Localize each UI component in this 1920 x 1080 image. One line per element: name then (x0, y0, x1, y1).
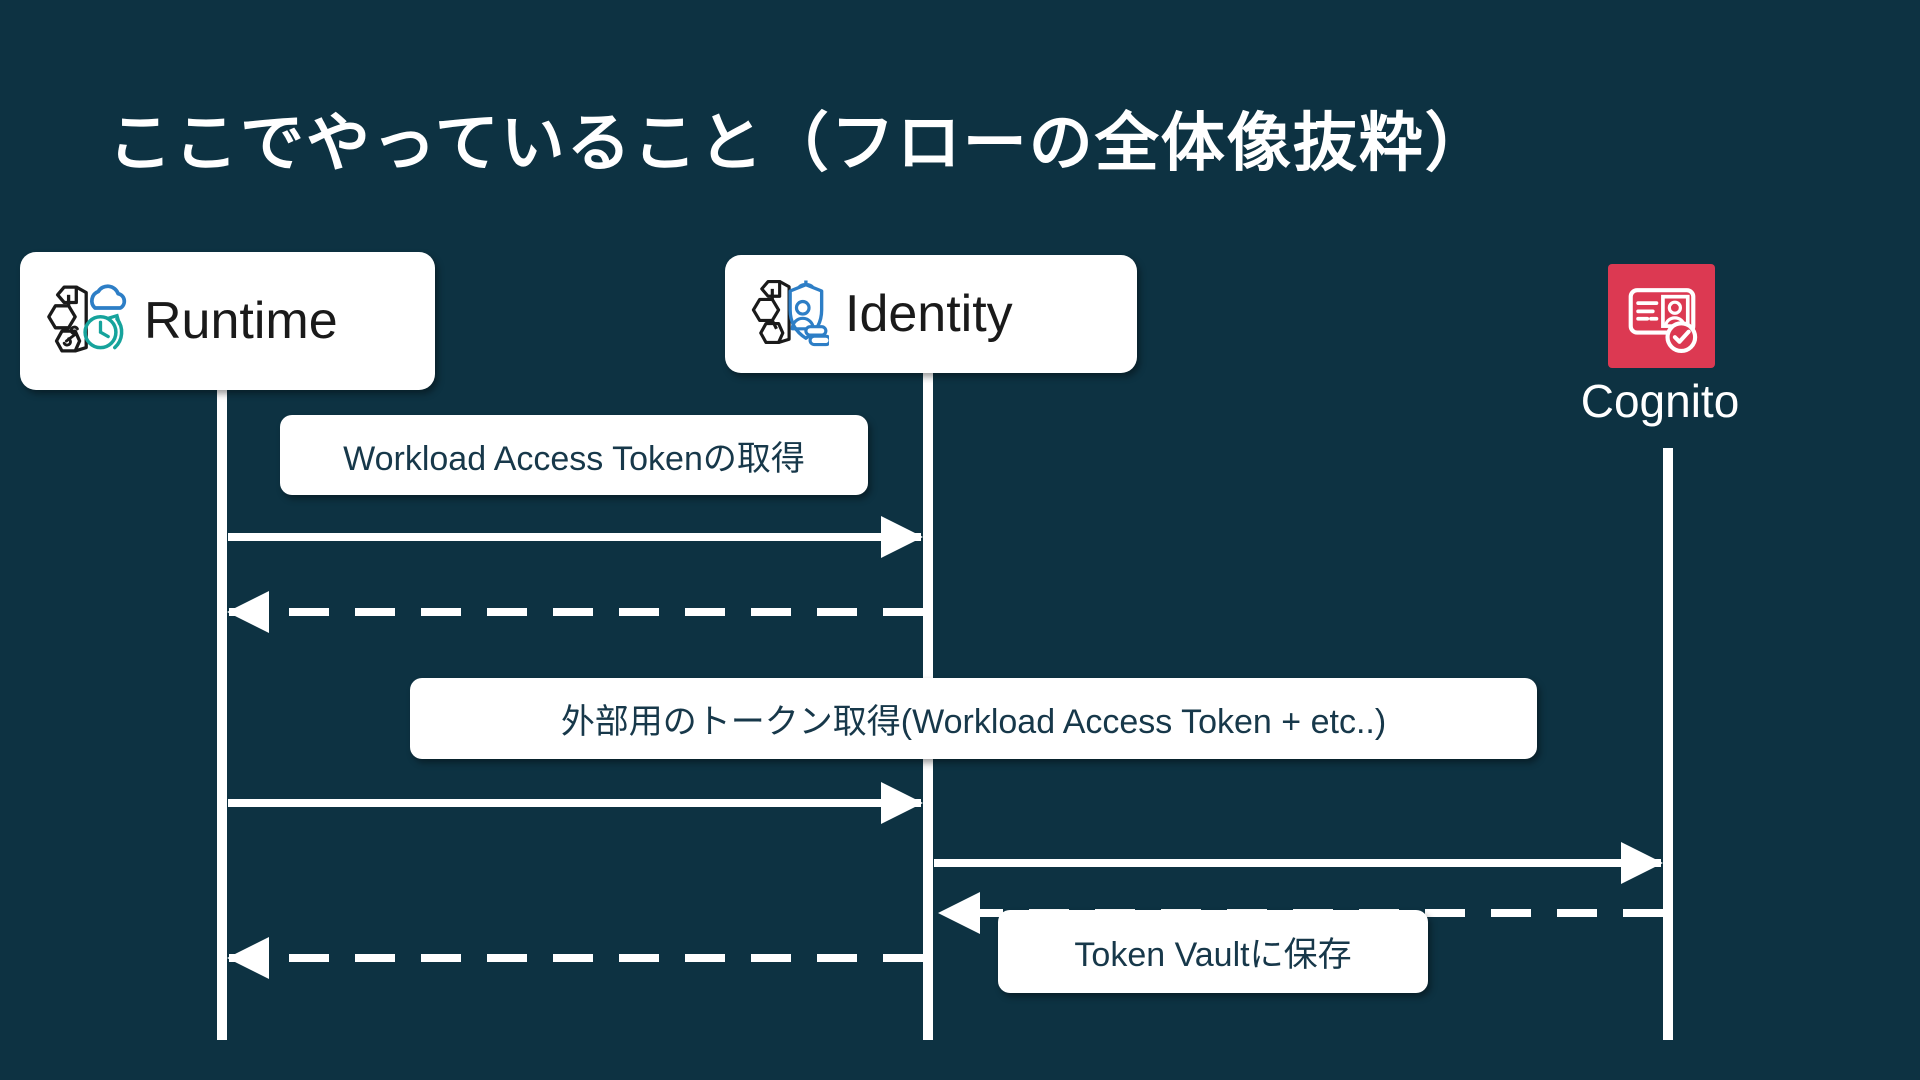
actor-cognito-label: Cognito (1580, 375, 1740, 427)
message-label-external-token: 外部用のトークン取得(Workload Access Token + etc..… (410, 678, 1537, 759)
message-label-text: Token Vaultに保存 (1074, 936, 1352, 974)
actor-identity: Identity (725, 255, 1137, 373)
message-label-token-vault: Token Vaultに保存 (998, 910, 1428, 993)
actor-identity-label: Identity (845, 285, 1013, 343)
message-label-text: 外部用のトークン取得(Workload Access Token + etc..… (560, 703, 1387, 741)
actor-runtime-label: Runtime (144, 292, 338, 350)
actor-runtime: Runtime (20, 252, 435, 390)
message-label-workload-access-token: Workload Access Tokenの取得 (280, 415, 868, 495)
page-title: ここでやっていること（フローの全体像抜粋） (108, 107, 1491, 179)
cognito-icon (1608, 264, 1715, 368)
agentcore-identity-icon (745, 270, 832, 359)
message-label-text: Workload Access Tokenの取得 (343, 439, 805, 478)
agentcore-runtime-icon (40, 275, 128, 368)
